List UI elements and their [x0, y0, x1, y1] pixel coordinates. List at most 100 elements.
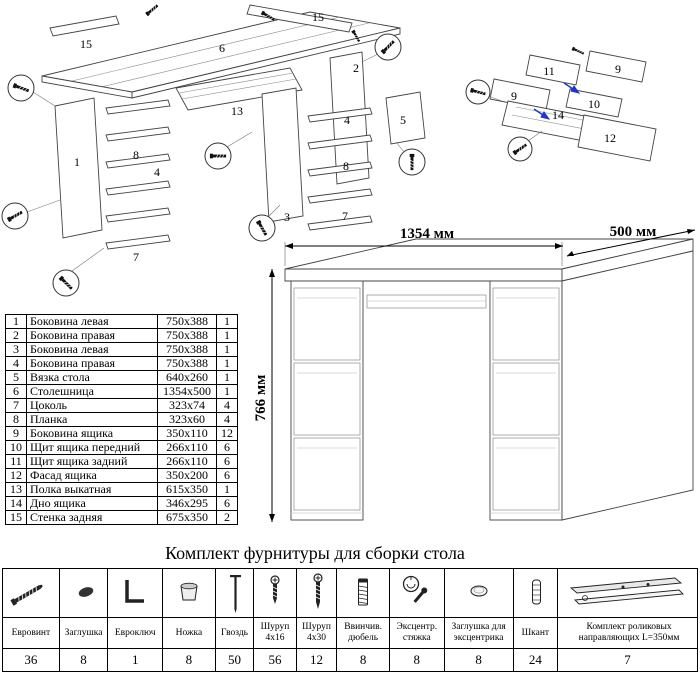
part-qty: 1: [216, 370, 238, 385]
part-label-9b: 9: [511, 89, 517, 103]
part-label-3: 3: [284, 210, 290, 224]
part-number: 6: [5, 384, 27, 399]
dim-width-label: 1354 мм: [400, 226, 454, 242]
drawer-side-panel-right: [585, 50, 647, 83]
part-qty: 4: [216, 412, 238, 427]
dim-depth-label: 500 мм: [610, 224, 657, 240]
part-label-8a: 8: [133, 148, 139, 162]
part-name: Щит ящика передний: [26, 440, 158, 455]
part-label-6: 6: [219, 41, 225, 55]
part-label-4a: 4: [154, 165, 160, 179]
part-name: Боковина левая: [26, 342, 158, 357]
screw-4x16-icon: [270, 575, 280, 604]
drawer-back-panel: [525, 54, 581, 86]
assembly-direction-arrows: [533, 82, 581, 120]
hardware-qty: 8: [443, 648, 514, 672]
part-size: 750x388: [157, 328, 217, 343]
hardware-icons-row: [2, 568, 698, 618]
part-qty: 6: [216, 440, 238, 455]
hardware-qty: 1: [107, 648, 164, 672]
left-pedestal-drawers: [291, 287, 363, 514]
part-name: Столешница: [26, 384, 158, 399]
side-panel-left: [54, 97, 103, 239]
part-size: 323x60: [157, 412, 217, 427]
part-number: 4: [5, 356, 27, 371]
callout-circles: [1, 33, 426, 297]
part-label-15b: 15: [80, 37, 92, 51]
screw-in-dowel-icon: [358, 578, 369, 606]
part-number: 10: [5, 440, 27, 455]
side-panel-mid: [261, 87, 304, 223]
plank-stack-left: [105, 99, 171, 250]
part-label-10: 10: [588, 97, 600, 111]
hardware-qty-row: 36 8 1 8 50 56 12 8 8 8 24 7: [2, 648, 698, 672]
hardware-name: Евроключ: [107, 617, 164, 649]
part-qty: 1: [216, 328, 238, 343]
hardware-name: Заглушка: [58, 617, 109, 649]
part-qty: 6: [216, 496, 238, 511]
callout-circles: [465, 79, 543, 162]
part-label-1: 1: [74, 155, 80, 169]
hardware-qty: 7: [557, 648, 698, 672]
part-qty: 1: [216, 482, 238, 497]
hardware-qty: 8: [162, 648, 216, 672]
part-size: 750x388: [157, 356, 217, 371]
part-name: Дно ящика: [26, 496, 158, 511]
part-size: 640x260: [157, 370, 217, 385]
part-label-12: 12: [604, 131, 616, 145]
hardware-name: Шуруп 4x30: [295, 617, 338, 649]
part-number: 14: [5, 496, 27, 511]
drawer-slide-icon: [569, 577, 684, 605]
back-panel-left: [49, 15, 120, 37]
hardware-qty: 12: [295, 648, 338, 672]
desk-tie-panel: [385, 91, 426, 145]
hardware-name: Эксцентр. стяжка: [388, 617, 445, 649]
part-number: 1: [5, 314, 27, 329]
hardware-name: Комплект роликовых направляющих L=350мм: [557, 617, 698, 649]
part-name: Вязка стола: [26, 370, 158, 385]
cam-lock-icon: [402, 575, 428, 603]
part-label-8b: 8: [343, 159, 349, 173]
hardware-qty: 24: [512, 648, 559, 672]
part-label-14: 14: [552, 108, 564, 122]
part-number: 5: [5, 370, 27, 385]
hardware-qty: 56: [253, 648, 297, 672]
part-qty: 1: [216, 356, 238, 371]
part-number: 3: [5, 342, 27, 357]
hexkey-icon: [125, 580, 145, 603]
part-size: 350x200: [157, 468, 217, 483]
part-name: Цоколь: [26, 398, 158, 413]
part-number: 9: [5, 426, 27, 441]
hardware-name: Ввинчив. дюбель: [336, 617, 390, 649]
dim-height-label: 766 мм: [255, 375, 269, 422]
hardware-name: Шкант: [512, 617, 559, 649]
hardware-name: Ножка: [162, 617, 216, 649]
desktop-panel: [41, 11, 401, 99]
part-number: 2: [5, 328, 27, 343]
part-label-13: 13: [231, 104, 243, 118]
part-number: 12: [5, 468, 27, 483]
part-size: 1354x500: [157, 384, 217, 399]
part-number: 13: [5, 482, 27, 497]
part-number: 11: [5, 454, 27, 469]
part-size: 675x350: [157, 510, 217, 525]
keyboard-shelf: [366, 294, 487, 309]
part-qty: 12: [216, 426, 238, 441]
part-qty: 1: [216, 342, 238, 357]
dimension-width: 1354 мм: [284, 226, 563, 266]
hardware-kit-table: Евровинт Заглушка Евроключ Ножка Гвоздь …: [2, 568, 698, 672]
part-name: Щит ящика задний: [26, 454, 158, 469]
dimension-height: 766 мм: [255, 269, 275, 522]
